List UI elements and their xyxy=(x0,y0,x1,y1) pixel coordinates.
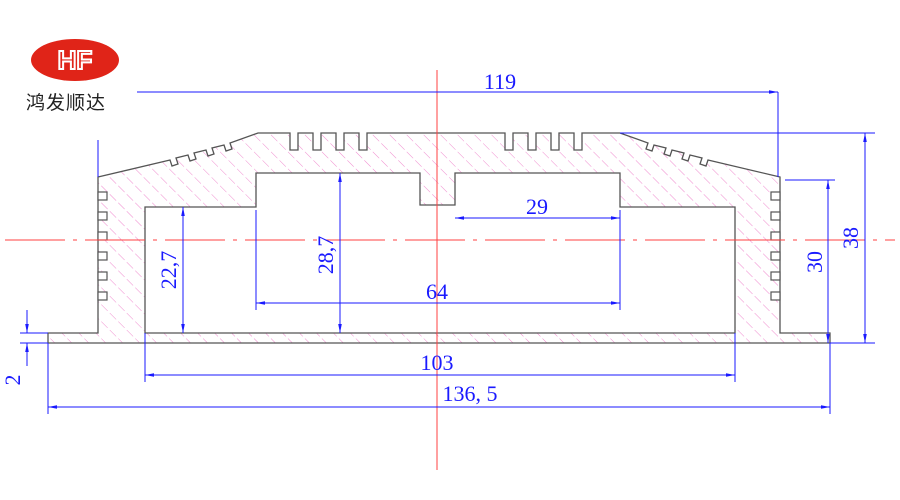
svg-text:HF: HF xyxy=(58,45,93,75)
dim-label-119: 119 xyxy=(484,69,516,94)
extrusion-profile xyxy=(47,132,831,344)
dim-label-64: 64 xyxy=(426,279,448,304)
dim-label-103: 103 xyxy=(421,350,454,375)
dim-label-38: 38 xyxy=(838,227,863,249)
hf-logo: HF xyxy=(31,39,119,81)
dim-label-22-7: 22,7 xyxy=(156,251,181,290)
dim-label-30: 30 xyxy=(802,251,827,273)
dim-label-28-7: 28,7 xyxy=(313,236,338,275)
side-fins xyxy=(97,191,781,301)
dim-label-2: 2 xyxy=(0,375,25,386)
dim-label-136-5: 136, 5 xyxy=(443,381,498,406)
dim-label-29: 29 xyxy=(526,194,548,219)
brand-name: 鸿发顺达 xyxy=(26,93,107,114)
